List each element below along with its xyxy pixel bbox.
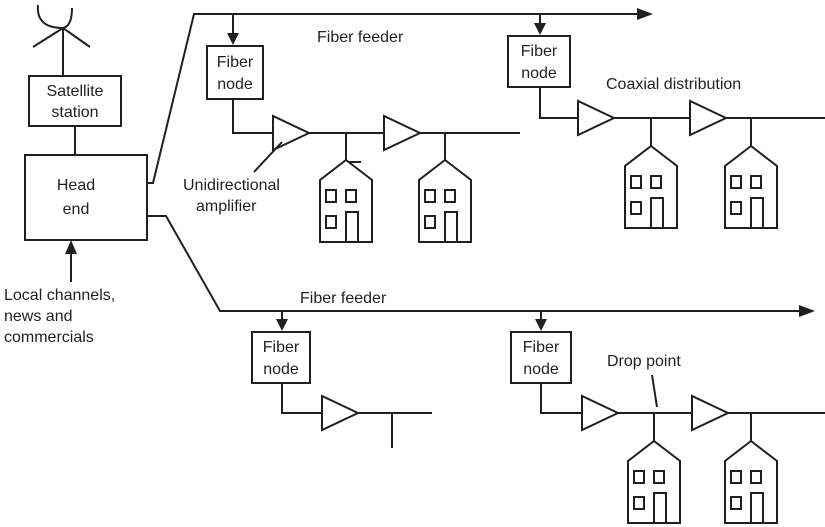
amplifier-icon <box>689 99 729 137</box>
fiber-node-label-2: node <box>263 361 299 378</box>
local-channels-label-2: news and <box>4 308 73 325</box>
fiber-node-drop-arrow <box>534 14 546 35</box>
amplifier-icon <box>383 114 423 152</box>
house-icon <box>319 158 373 243</box>
house-icon <box>724 439 778 524</box>
fiber-node-drop-arrow <box>535 311 547 331</box>
fiber-node-label-2: node <box>217 76 253 93</box>
fiber-node-bottom-right: Fiber node <box>510 331 572 384</box>
fiber-node-label: Fiber <box>217 54 254 71</box>
fiber-node-bottom-left: Fiber node <box>251 331 311 384</box>
head-end: Head end <box>24 154 148 241</box>
amplifier-icon <box>272 114 312 152</box>
coax-link <box>540 383 582 414</box>
house-icon <box>627 439 681 524</box>
fiber-feeder-top <box>147 8 653 184</box>
amplifier-icon <box>577 99 617 137</box>
fiber-node-label-2: node <box>521 65 557 82</box>
house-icon <box>624 144 678 229</box>
amplifier-pointer <box>253 141 283 173</box>
satellite-station: Satellite station <box>28 75 122 127</box>
head-end-label-2: end <box>63 201 90 218</box>
house-icon <box>724 144 778 229</box>
local-channels-arrow <box>65 240 77 282</box>
house-icon <box>418 158 472 243</box>
fiber-node-top-right: Fiber node <box>507 35 571 88</box>
local-channels-label: Local channels, <box>4 287 115 304</box>
amplifier-icon <box>691 394 731 432</box>
fiber-node-drop-arrow <box>276 311 288 331</box>
local-channels-label-3: commercials <box>4 329 94 346</box>
amplifier-icon <box>321 394 361 432</box>
fiber-node-label: Fiber <box>263 339 300 356</box>
satellite-dish-icon <box>32 4 91 76</box>
fiber-node-top-left: Fiber node <box>206 45 264 100</box>
fiber-node-label: Fiber <box>521 43 558 60</box>
satellite-station-label: Satellite <box>47 83 104 100</box>
coaxial-distribution-label: Coaxial distribution <box>606 76 741 93</box>
unidirectional-amplifier-label-2: amplifier <box>196 198 257 215</box>
fiber-feeder-bottom <box>147 215 815 317</box>
fiber-node-label-2: node <box>523 361 559 378</box>
unidirectional-amplifier-label: Unidirectional <box>183 177 280 194</box>
fiber-node-label: Fiber <box>523 339 560 356</box>
coax-link <box>539 87 578 119</box>
head-end-label: Head <box>57 177 95 194</box>
satellite-station-label-2: station <box>51 104 98 121</box>
drop-point-label: Drop point <box>607 353 681 370</box>
fiber-feeder-bottom-label: Fiber feeder <box>300 290 387 307</box>
coax-link <box>281 383 322 414</box>
coax-link <box>232 99 273 134</box>
fiber-feeder-top-label: Fiber feeder <box>317 29 404 46</box>
fiber-node-drop-arrow <box>227 14 239 45</box>
drop-point-pointer <box>651 374 658 408</box>
amplifier-icon <box>581 394 621 432</box>
